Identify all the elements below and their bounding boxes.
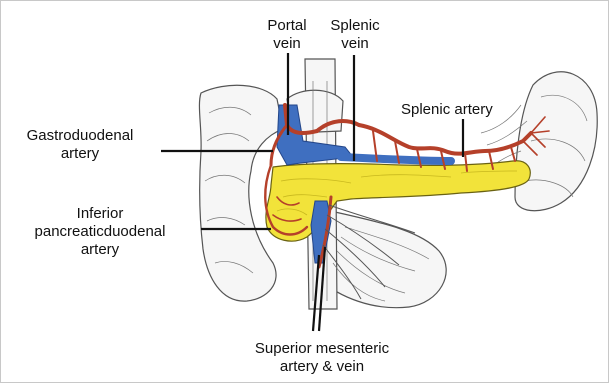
splenic-vein-label-line1: Splenic (323, 17, 387, 35)
inferior-pancreaticoduodenal-artery-label: Inferior pancreaticduodenal artery (15, 205, 185, 259)
spleen-sketch (515, 72, 597, 211)
portal-vein-label-line2: vein (257, 35, 317, 53)
gastroduodenal-label-line2: artery (15, 145, 145, 163)
gastroduodenal-label-line1: Gastroduodenal (15, 127, 145, 145)
superior-mesenteric-label: Superior mesenteric artery & vein (227, 340, 417, 376)
gastroduodenal-artery-label: Gastroduodenal artery (15, 127, 145, 163)
splenic-vein-label-line2: vein (323, 35, 387, 53)
superior-mesenteric-label-line2: artery & vein (227, 358, 417, 376)
splenic-vein (341, 157, 451, 161)
inferior-pd-label-line1: Inferior (15, 205, 185, 223)
splenic-vein-label: Splenic vein (323, 17, 387, 53)
splenic-artery (359, 125, 531, 154)
inferior-pd-label-line3: artery (15, 241, 185, 259)
superior-mesenteric-label-line1: Superior mesenteric (227, 340, 417, 358)
portal-vein-label: Portal vein (257, 17, 317, 53)
inferior-pd-label-line2: pancreaticduodenal (15, 223, 185, 241)
splenic-artery-label: Splenic artery (401, 101, 493, 119)
portal-vein-label-line1: Portal (257, 17, 317, 35)
